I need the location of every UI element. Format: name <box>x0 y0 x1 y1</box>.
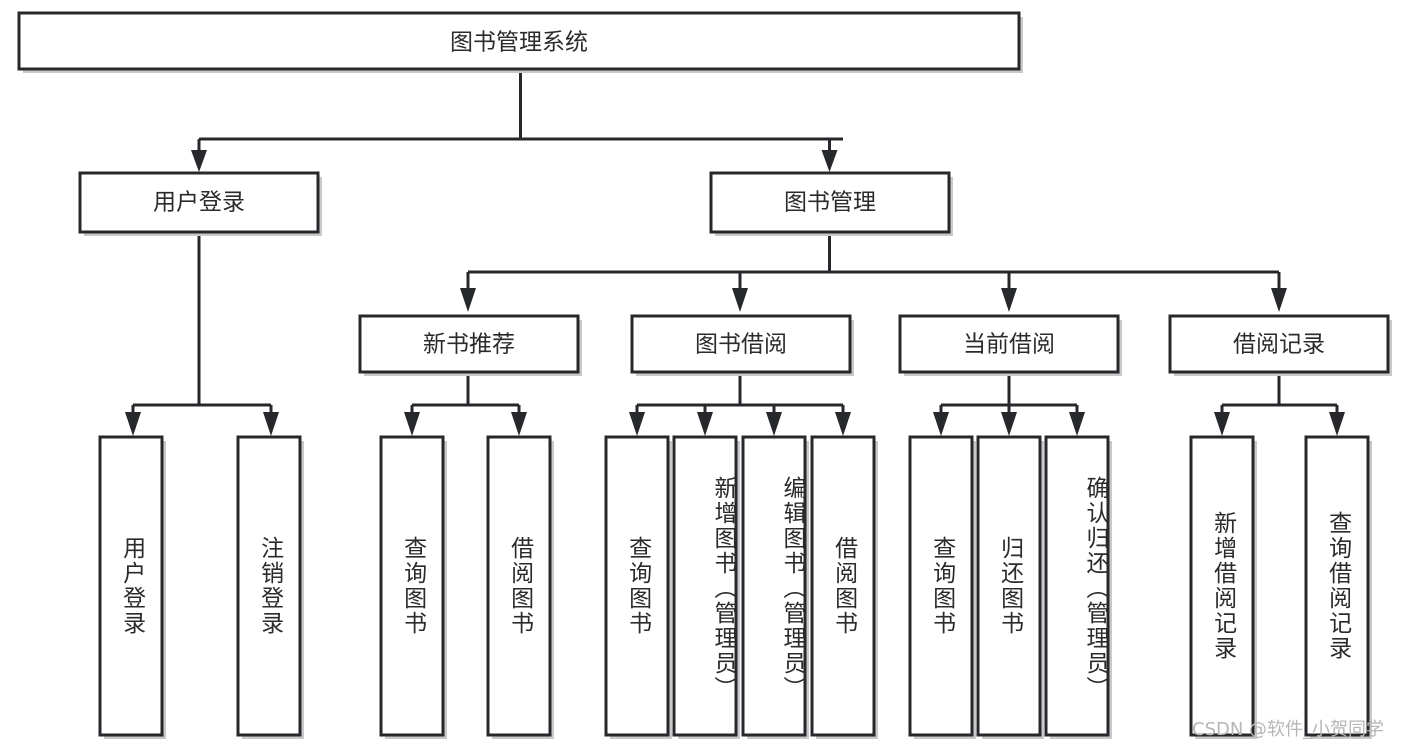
node-leaf-edit-book-admin[interactable] <box>741 435 809 739</box>
node-leaf-return-books[interactable] <box>976 435 1044 739</box>
node-leaf-user-login-label: 用户登录 <box>118 536 145 636</box>
node-leaf-confirm-return-admin[interactable] <box>1044 435 1112 739</box>
node-module-user-login-label: 用户登录 <box>153 190 245 216</box>
node-leaf-add-borrow-record-label: 新增借阅记录 <box>1209 511 1236 661</box>
node-leaf-borrow-books-new[interactable] <box>486 435 554 739</box>
node-leaf-add-book-admin[interactable] <box>672 435 740 739</box>
node-module-book-management-label: 图书管理 <box>784 190 876 216</box>
csdn-watermark: CSDN @软件_小贺同学 <box>1192 719 1385 740</box>
node-leaf-add-borrow-record[interactable] <box>1189 435 1257 739</box>
node-submodule-book-borrow[interactable]: 图书借阅 <box>630 314 854 376</box>
node-leaf-return-books-label: 归还图书 <box>996 536 1023 636</box>
node-submodule-borrow-records[interactable]: 借阅记录 <box>1168 314 1392 376</box>
node-leaf-add-book-admin-label: 新增图书（管理员） <box>710 475 736 701</box>
node-leaf-query-books-new-label: 查询图书 <box>399 536 426 636</box>
connector-root-to-modules <box>191 70 843 172</box>
node-module-user-login[interactable]: 用户登录 <box>78 171 322 236</box>
connector-records-to-leaves <box>1214 376 1345 436</box>
node-leaf-query-books-new[interactable] <box>379 435 447 739</box>
node-leaf-user-login[interactable] <box>98 435 166 739</box>
node-submodule-new-book-recommend-label: 新书推荐 <box>423 332 515 358</box>
node-leaf-edit-book-admin-label: 编辑图书（管理员） <box>779 475 805 701</box>
node-leaf-logout-label: 注销登录 <box>256 536 283 636</box>
node-submodule-current-borrow[interactable]: 当前借阅 <box>898 314 1122 376</box>
node-leaf-borrow-books-borrow-label: 借阅图书 <box>830 536 857 636</box>
node-leaf-query-books-borrow-label: 查询图书 <box>624 536 651 636</box>
node-module-book-management[interactable]: 图书管理 <box>709 171 953 236</box>
node-leaf-confirm-return-admin-label: 确认归还（管理员） <box>1082 475 1108 701</box>
node-submodule-book-borrow-label: 图书借阅 <box>695 332 787 358</box>
connector-login-to-leaves <box>125 232 279 436</box>
node-submodule-borrow-records-label: 借阅记录 <box>1233 332 1325 358</box>
node-leaf-query-borrow-record[interactable] <box>1304 435 1372 739</box>
node-root[interactable]: 图书管理系统 <box>17 11 1023 73</box>
node-leaf-borrow-books-new-label: 借阅图书 <box>506 536 533 636</box>
node-leaf-query-books-current[interactable] <box>908 435 976 739</box>
node-root-label: 图书管理系统 <box>450 30 588 56</box>
node-leaf-query-books-current-label: 查询图书 <box>928 536 955 636</box>
connector-borrow-to-leaves <box>629 376 851 436</box>
node-submodule-current-borrow-label: 当前借阅 <box>963 332 1055 358</box>
node-submodule-new-book-recommend[interactable]: 新书推荐 <box>358 314 582 376</box>
node-leaf-query-books-borrow[interactable] <box>604 435 672 739</box>
node-leaf-query-borrow-record-label: 查询借阅记录 <box>1324 511 1351 661</box>
connector-books-to-submodules <box>460 232 1287 312</box>
connector-current-to-leaves <box>933 376 1085 436</box>
connector-newbooks-to-leaves <box>404 376 527 436</box>
node-leaf-borrow-books-borrow[interactable] <box>810 435 878 739</box>
node-leaf-logout[interactable] <box>236 435 304 739</box>
